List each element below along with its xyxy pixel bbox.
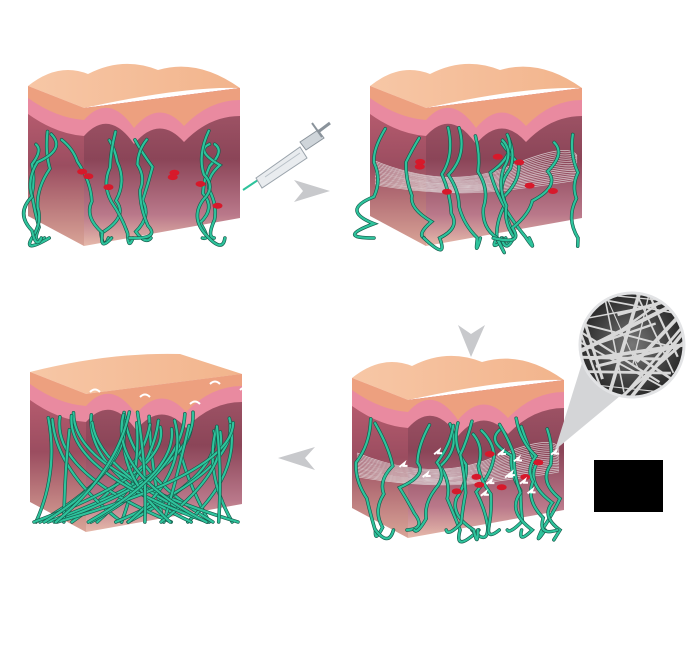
collagen-fiber (354, 417, 395, 540)
blood-cell (474, 481, 485, 488)
nanofiber (581, 369, 671, 375)
blood-cell (533, 459, 544, 466)
collagen-fiber (56, 421, 235, 524)
blood-cell (415, 158, 426, 165)
collagen-fiber (196, 129, 226, 247)
collagen-fiber (353, 127, 387, 240)
nanofiber (611, 317, 683, 396)
blood-cell (514, 159, 525, 166)
epidermis-layer (28, 86, 240, 128)
collagen-fiber (60, 138, 113, 245)
collagen-fiber (22, 133, 58, 244)
epidermis-layer (352, 378, 564, 420)
nanofiber (589, 294, 639, 370)
skin-block-scaffold-formation (352, 63, 582, 255)
blood-cell (471, 473, 482, 480)
blood-cell (492, 153, 503, 160)
collagen-fiber (128, 138, 153, 240)
collagen-fiber (62, 428, 71, 524)
nanofiber (631, 294, 661, 366)
collagen-fiber (72, 411, 240, 524)
nanofiber (581, 336, 677, 396)
syringe-icon (242, 121, 331, 191)
collagen-fiber (211, 426, 234, 524)
collagen-fiber (413, 424, 455, 533)
collagen-fiber (470, 429, 496, 539)
cell-arrows-icon (398, 447, 560, 497)
collagen-fiber (120, 413, 208, 524)
blood-cell (103, 184, 114, 191)
blood-cell (451, 488, 462, 495)
collagen-fiber (162, 424, 191, 524)
collagen-fiber (570, 133, 580, 248)
collagen-fiber (515, 417, 559, 533)
blood-cell (83, 173, 94, 180)
collagen-fiber (438, 422, 480, 543)
blood-cell (167, 174, 178, 181)
collagen-fiber (105, 130, 135, 245)
skin-block-regeneration (30, 353, 251, 532)
collagen-fiber (397, 423, 431, 532)
nanofiber (603, 294, 642, 396)
epidermis-layer (370, 86, 582, 128)
skin-surface (30, 353, 242, 394)
collagen-fiber (404, 136, 434, 240)
collagen-fiber (215, 425, 222, 524)
arrow-left-icon (278, 447, 315, 470)
collagen-fiber (498, 423, 534, 539)
blood-cell (547, 187, 558, 194)
blood-cell (520, 473, 531, 480)
skin-surface (370, 63, 582, 108)
collagen-fiber (492, 141, 560, 242)
collagen-fiber (422, 126, 456, 251)
blood-cell (414, 163, 425, 170)
collagen-fiber (34, 416, 53, 524)
blood-cell (496, 484, 507, 491)
nanofiber (581, 322, 657, 364)
skin-surface (28, 63, 240, 108)
nanofiber (581, 354, 663, 361)
blood-cell (524, 182, 535, 189)
surface-arrows-icon (89, 380, 251, 405)
collagen-fiber (499, 139, 516, 247)
arrow-down-icon (458, 325, 485, 357)
collagen-fiber (28, 130, 52, 247)
collagen-fiber (474, 134, 506, 254)
marker-box (594, 460, 663, 512)
blood-cell (441, 188, 452, 195)
nanofiber (626, 294, 679, 358)
collagen-fiber (87, 427, 174, 524)
collagen-fiber (472, 433, 501, 536)
blood-cell (195, 180, 206, 187)
collagen-fiber (127, 419, 179, 524)
collagen-fiber (136, 411, 147, 524)
collagen-fiber (54, 410, 131, 524)
skin-block-injection (21, 63, 240, 248)
epidermis-layer (30, 372, 242, 414)
arrow-right-icon (294, 180, 330, 202)
skin-block-cell-migration (352, 355, 564, 544)
blood-cell (212, 202, 223, 209)
collagen-fiber (446, 126, 482, 250)
blood-cell (77, 168, 88, 175)
nanofiber (589, 339, 683, 361)
collagen-fiber (159, 430, 223, 524)
collagen-fiber (445, 420, 474, 534)
blood-cell (484, 451, 495, 458)
skin-surface (352, 355, 564, 400)
